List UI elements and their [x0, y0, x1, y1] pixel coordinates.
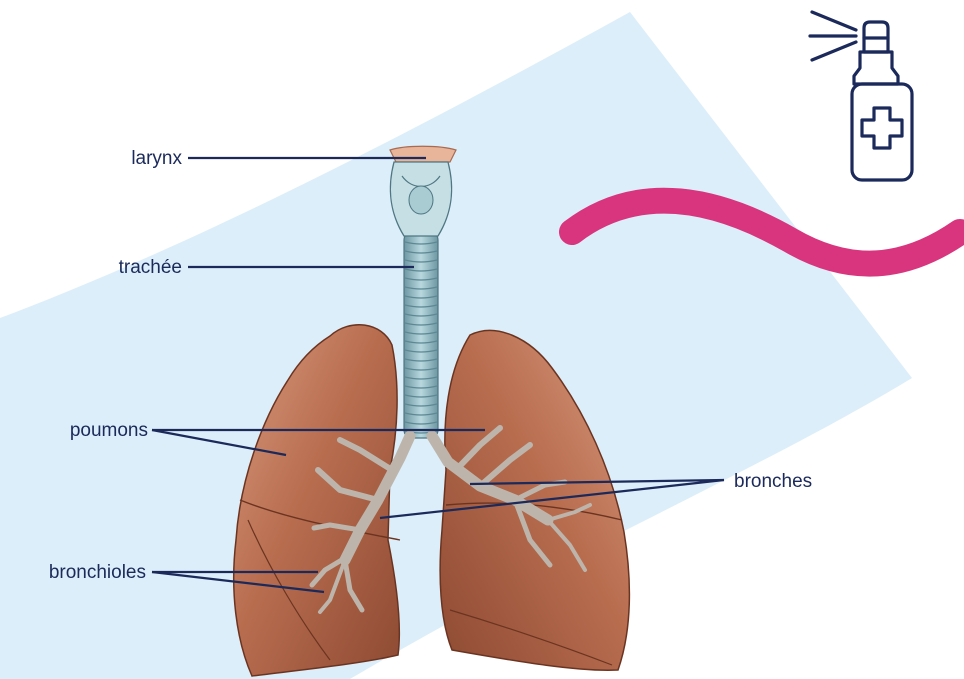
medical-cross-icon: [862, 108, 902, 148]
label-bronchioles: bronchioles: [49, 562, 146, 583]
spray-bottle-icon: [810, 12, 912, 180]
label-lungs: poumons: [70, 420, 148, 441]
trachea: [404, 232, 438, 438]
label-bronchi: bronches: [734, 471, 812, 492]
label-trachea: trachée: [119, 257, 182, 278]
label-larynx: larynx: [131, 148, 182, 169]
